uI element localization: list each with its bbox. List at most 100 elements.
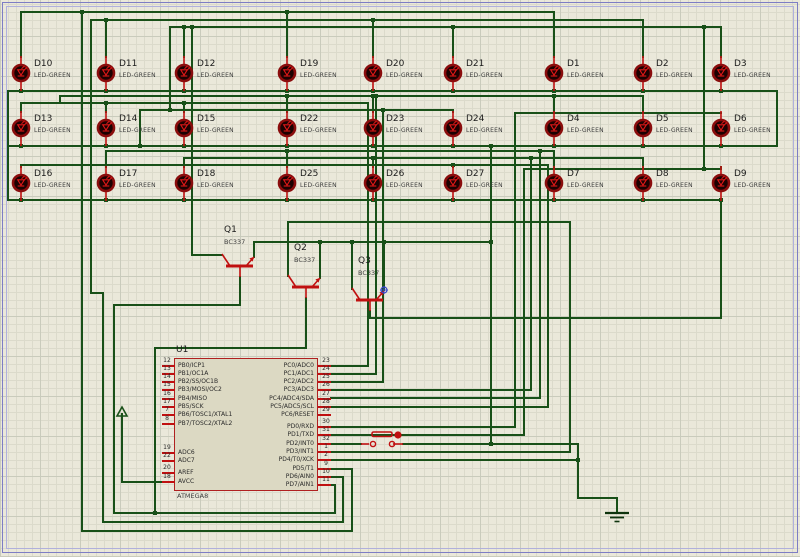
- mcu-pin-number: 24: [322, 365, 330, 372]
- mcu-pin-stub[interactable]: [318, 389, 331, 391]
- mcu-pin-stub[interactable]: [318, 398, 331, 400]
- led-reference-label: D14: [119, 114, 138, 124]
- ground-glyph: [605, 511, 629, 523]
- wire: [720, 90, 778, 92]
- wire: [616, 497, 618, 513]
- mcu-pin-stub[interactable]: [162, 373, 175, 375]
- mcu-pin-stub[interactable]: [318, 451, 331, 453]
- wire: [7, 199, 722, 201]
- wire: [342, 476, 344, 523]
- led-symbol: [544, 111, 564, 146]
- mcu-pin-number: 23: [322, 357, 330, 364]
- mcu-pin-number: 8: [165, 415, 169, 422]
- led-value-label: LED-GREEN: [567, 72, 604, 79]
- transistor-value-label: BC337: [224, 238, 246, 246]
- mcu-pin-name: PC6/RESET: [281, 411, 314, 418]
- mcu-pin-stub[interactable]: [162, 389, 175, 391]
- mcu-pin-name: PB7/TOSC2/XTAL2: [178, 420, 233, 427]
- mcu-pin-stub[interactable]: [318, 414, 331, 416]
- wire: [154, 347, 156, 514]
- wire: [720, 145, 778, 147]
- junction-dot: [576, 458, 580, 462]
- mcu-pin-name: AVCC: [178, 478, 195, 485]
- mcu-pin-stub[interactable]: [318, 443, 331, 445]
- mcu-pin-number: 18: [163, 473, 171, 480]
- led-symbol: [363, 166, 383, 201]
- wire: [139, 109, 454, 111]
- wire: [105, 150, 107, 168]
- mcu-pin-stub[interactable]: [162, 398, 175, 400]
- junction-dot: [80, 10, 84, 14]
- mcu-pin-number: 29: [322, 406, 330, 413]
- wire: [90, 19, 92, 294]
- led-symbol: [277, 166, 297, 201]
- mcu-pin-stub[interactable]: [162, 406, 175, 408]
- mcu-pin-stub[interactable]: [318, 434, 331, 436]
- wire: [286, 11, 288, 58]
- mcu-pin-stub[interactable]: [318, 459, 331, 461]
- mcu-pin-stub[interactable]: [162, 423, 175, 425]
- mcu-pin-number: 9: [324, 460, 328, 467]
- mcu-pin-stub[interactable]: [162, 472, 175, 474]
- led-symbol: [11, 111, 31, 146]
- led-value-label: LED-GREEN: [734, 127, 771, 134]
- wire: [105, 150, 555, 152]
- mcu-body[interactable]: [174, 358, 318, 491]
- led-symbol: [633, 166, 653, 201]
- led-reference-label: D16: [34, 169, 53, 179]
- mcu-pin-number: 1: [324, 443, 328, 450]
- wire: [102, 292, 104, 523]
- wire: [305, 297, 307, 349]
- mcu-pin-number: 30: [322, 418, 330, 425]
- mcu-pin-name: PC4/ADC4/SDA: [269, 395, 314, 402]
- mcu-reference-label: U1: [176, 345, 189, 355]
- mcu-pin-stub[interactable]: [162, 365, 175, 367]
- wire: [642, 157, 644, 168]
- mcu-pin-stub[interactable]: [318, 365, 331, 367]
- led-symbol: [96, 56, 116, 91]
- mcu-pin-stub[interactable]: [318, 426, 331, 428]
- mcu-pin-number: 20: [163, 464, 171, 471]
- wire: [367, 102, 369, 367]
- mcu-pin-name: PB0/ICP1: [178, 362, 205, 369]
- mcu-pin-stub[interactable]: [318, 468, 331, 470]
- led-value-label: LED-GREEN: [300, 72, 337, 79]
- wire: [20, 102, 22, 113]
- mcu-pin-stub[interactable]: [162, 481, 175, 483]
- mcu-part-label: ATMEGA8: [177, 492, 209, 500]
- junction-dot: [138, 144, 142, 148]
- mcu-pin-stub[interactable]: [318, 484, 331, 486]
- led-reference-label: D12: [197, 59, 216, 69]
- led-symbol: [633, 56, 653, 91]
- mcu-pin-number: 27: [322, 390, 330, 397]
- mcu-pin-stub[interactable]: [162, 452, 175, 454]
- wire: [90, 19, 644, 21]
- mcu-pin-stub[interactable]: [318, 373, 331, 375]
- wire: [776, 90, 778, 147]
- mcu-pin-stub[interactable]: [162, 414, 175, 416]
- led-value-label: LED-GREEN: [386, 182, 423, 189]
- wire: [372, 95, 374, 113]
- mcu-pin-stub[interactable]: [318, 406, 331, 408]
- junction-dot: [371, 94, 375, 98]
- mcu-pin-number: 7: [165, 406, 169, 413]
- mcu-pin-stub[interactable]: [162, 460, 175, 462]
- mcu-pin-stub[interactable]: [162, 381, 175, 383]
- junction-dot: [182, 101, 186, 105]
- wire: [375, 95, 377, 375]
- wire: [720, 26, 722, 58]
- led-reference-label: D5: [656, 114, 669, 124]
- wire: [703, 26, 705, 170]
- led-value-label: LED-GREEN: [197, 182, 234, 189]
- wire: [287, 221, 289, 277]
- mcu-pin-name: ADC6: [178, 449, 195, 456]
- mcu-pin-number: 14: [163, 373, 171, 380]
- mcu-pin-name: ADC7: [178, 457, 195, 464]
- junction-dot: [489, 144, 493, 148]
- led-reference-label: D17: [119, 169, 138, 179]
- wire: [169, 26, 171, 111]
- mcu-pin-stub[interactable]: [318, 381, 331, 383]
- mcu-pin-stub[interactable]: [318, 476, 331, 478]
- junction-dot: [285, 10, 289, 14]
